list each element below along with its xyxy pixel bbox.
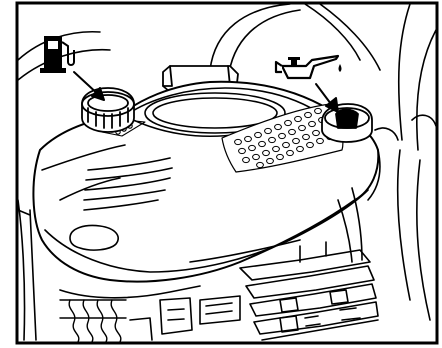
fuel-cap	[82, 88, 134, 132]
oil-fill-cap	[322, 104, 372, 142]
